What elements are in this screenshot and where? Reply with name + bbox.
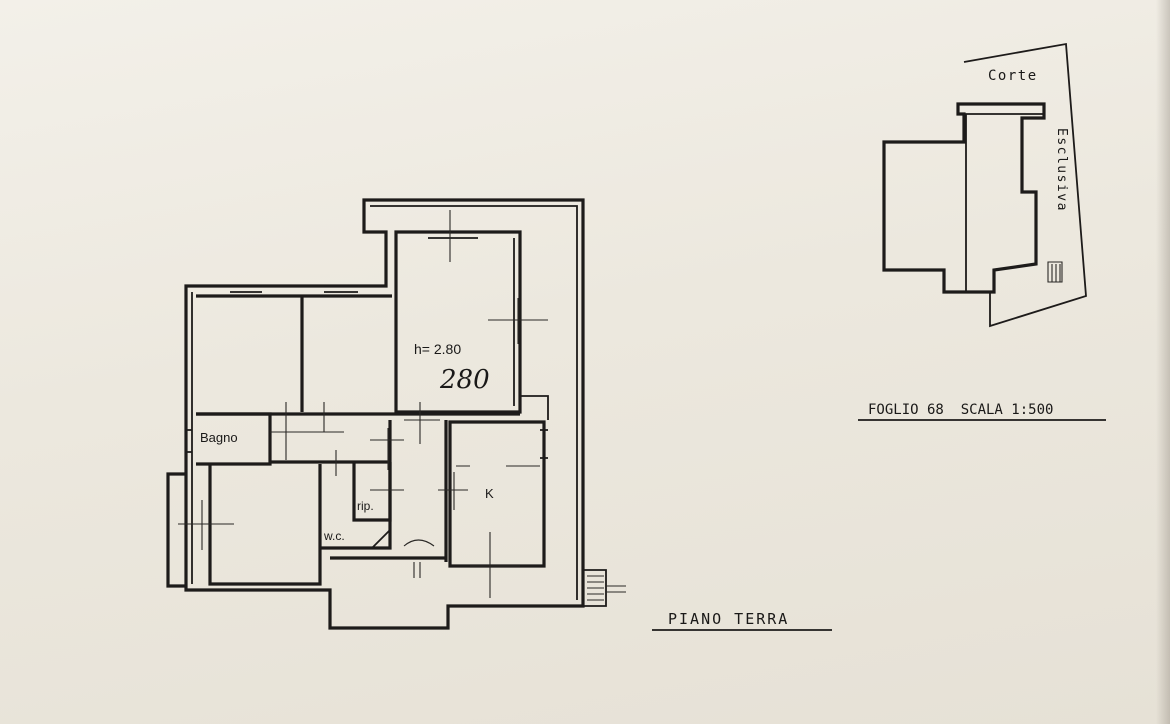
interior-walls	[196, 230, 549, 586]
door-marks	[196, 210, 548, 598]
room-label-bathroom: Bagno	[200, 430, 238, 445]
plan-title: PIANO TERRA	[668, 610, 789, 628]
site-label-esclusiva: Esclusiva	[1054, 128, 1069, 212]
page-edge-shadow	[1156, 0, 1170, 724]
cadastral-reference: FOGLIO 68 SCALA 1:500	[868, 402, 1053, 418]
ceiling-height-handwritten: 280	[439, 365, 490, 395]
windows	[186, 231, 548, 459]
balcony-left	[166, 472, 234, 588]
room-label-wc: w.c.	[323, 529, 345, 543]
external-stairs	[583, 569, 626, 607]
room-label-storage: rip.	[357, 499, 374, 513]
room-label-kitchen: K	[485, 486, 494, 501]
site-plan	[882, 42, 1087, 328]
site-label-corte: Corte	[988, 68, 1038, 84]
ceiling-height-label: h= 2.80	[414, 341, 461, 357]
